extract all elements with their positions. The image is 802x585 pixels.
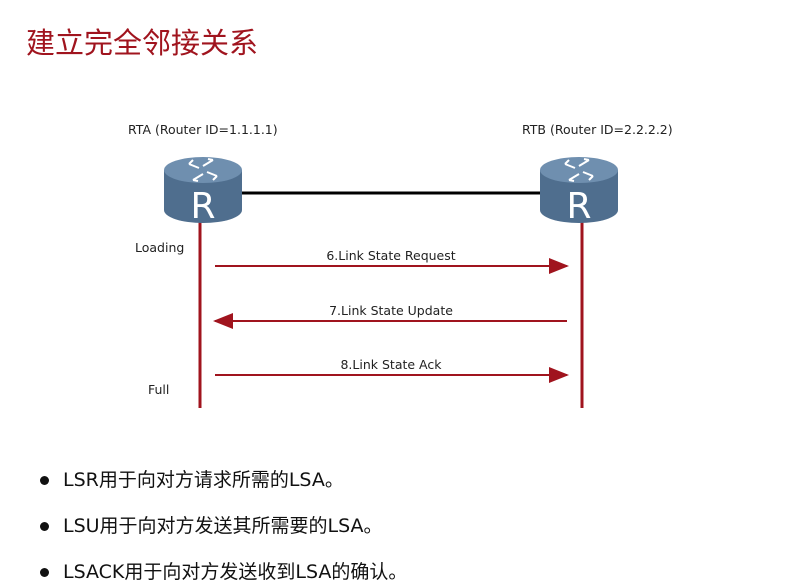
router-glyph: R xyxy=(190,186,215,227)
page-title: 建立完全邻接关系 xyxy=(26,26,259,60)
bullet-lsr: LSR用于向对方请求所需的LSA。 xyxy=(40,465,344,492)
state-full: Full xyxy=(148,382,170,397)
msg-lsr: 6.Link State Request xyxy=(326,248,455,263)
bullet-lsu: LSU用于向对方发送其所需要的LSA。 xyxy=(40,511,383,538)
msg-lsack: 8.Link State Ack xyxy=(340,357,442,372)
rta-label: RTA (Router ID=1.1.1.1) xyxy=(128,122,278,137)
rtb-label: RTB (Router ID=2.2.2.2) xyxy=(522,122,673,137)
sequence-diagram: R R 6.Link State Request 7.Link State Up… xyxy=(163,156,619,408)
bullet-lsack: LSACK用于向对方发送收到LSA的确认。 xyxy=(40,557,407,584)
state-loading: Loading xyxy=(135,240,185,255)
msg-lsu: 7.Link State Update xyxy=(329,303,453,318)
router-glyph: R xyxy=(566,186,591,227)
